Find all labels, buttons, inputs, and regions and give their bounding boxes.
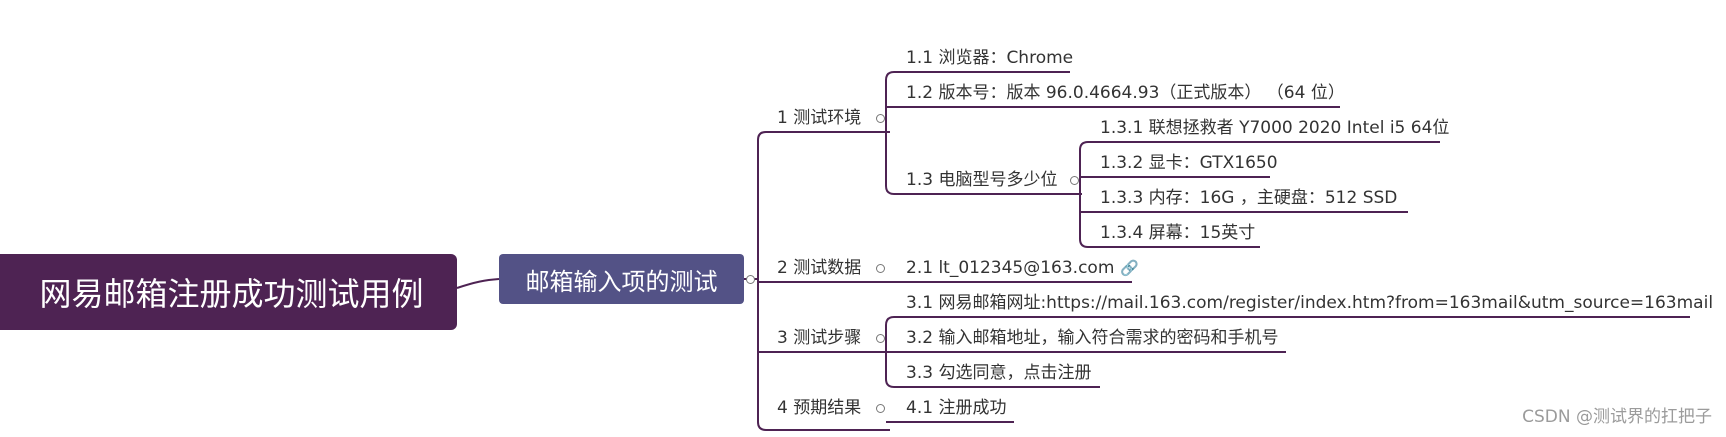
leaf-node-memory[interactable]: 1.3.3 内存：16G ，主硬盘：512 SSD (1100, 188, 1398, 208)
bracket-1-3-4 (1079, 194, 1260, 248)
branch-node-computer-model[interactable]: 1.3 电脑型号多少位 (906, 170, 1058, 190)
leaf-node-laptop-model[interactable]: 1.3.1 联想拯救者 Y7000 2020 Intel i5 64位 (1100, 118, 1450, 138)
collapse-toggle-main[interactable] (746, 275, 755, 284)
leaf-node-graphics-card[interactable]: 1.3.2 显卡：GTX1650 (1100, 153, 1278, 173)
leaf-node-browser[interactable]: 1.1 浏览器：Chrome (906, 48, 1074, 68)
watermark: CSDN @测试界的扛把子 (1522, 407, 1712, 427)
branch-node-test-data[interactable]: 2 测试数据 (777, 258, 862, 278)
branch-node-expected-result[interactable]: 4 预期结果 (777, 398, 862, 418)
leaf-node-version[interactable]: 1.2 版本号：版本 96.0.4664.93（正式版本） （64 位） (906, 83, 1345, 103)
branch-node-test-steps[interactable]: 3 测试步骤 (777, 328, 862, 348)
collapse-toggle-environment[interactable] (876, 114, 885, 123)
leaf-node-email[interactable]: 2.1 lt_012345@163.com 🔗 (906, 257, 1139, 279)
bracket-3-1 (885, 316, 1690, 352)
bracket-3-3 (885, 352, 1100, 388)
main-topic[interactable]: 邮箱输入项的测试 (499, 254, 744, 304)
bracket-1-3 (885, 132, 1082, 195)
branch-node-environment[interactable]: 1 测试环境 (777, 108, 862, 128)
leaf-node-step-input[interactable]: 3.2 输入邮箱地址，输入符合需求的密码和手机号 (906, 328, 1279, 348)
spine-branch-4 (757, 279, 890, 431)
root-topic-label: 网易邮箱注册成功测试用例 (39, 275, 424, 313)
bracket-1-3-1 (1079, 141, 1440, 194)
leaf-node-email-label: 2.1 lt_012345@163.com (906, 258, 1115, 278)
leaf-node-result[interactable]: 4.1 注册成功 (906, 398, 1007, 418)
main-topic-label: 邮箱输入项的测试 (525, 267, 718, 296)
link-icon[interactable]: 🔗 (1120, 259, 1140, 277)
collapse-toggle-test-data[interactable] (876, 264, 885, 273)
leaf-node-screen[interactable]: 1.3.4 屏幕：15英寸 (1100, 223, 1256, 243)
collapse-toggle-computer-model[interactable] (1070, 176, 1079, 185)
collapse-toggle-test-steps[interactable] (876, 334, 885, 343)
root-topic[interactable]: 网易邮箱注册成功测试用例 (0, 254, 457, 330)
bracket-1-1 (885, 71, 1070, 132)
spine-branch-1 (757, 131, 890, 141)
leaf-node-step-url[interactable]: 3.1 网易邮箱网址:https://mail.163.com/register… (906, 293, 1714, 313)
leaf-node-step-submit[interactable]: 3.3 勾选同意，点击注册 (906, 363, 1092, 383)
collapse-toggle-expected-result[interactable] (876, 404, 885, 413)
root-to-main-connector (456, 278, 500, 289)
